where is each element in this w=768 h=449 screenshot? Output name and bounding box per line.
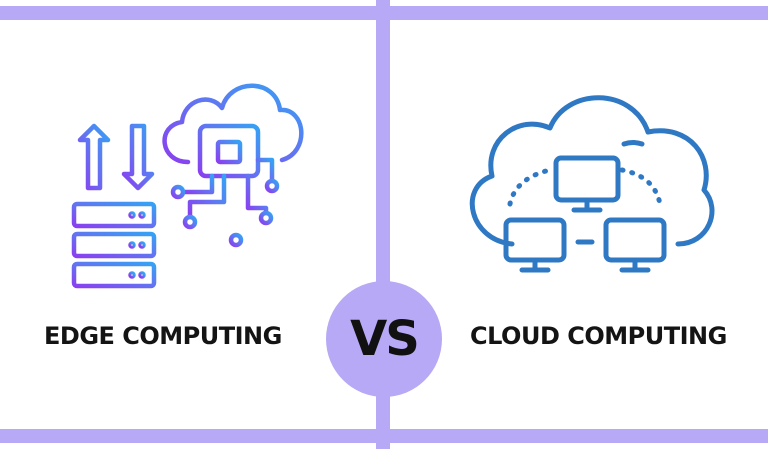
upload-arrow-icon (77, 123, 111, 191)
circuit-traces-icon (170, 157, 280, 248)
edge-cloud-icon (162, 83, 304, 165)
download-arrow-icon (121, 123, 155, 191)
panel-top-left-strip (0, 0, 376, 6)
panel-bottom-right-strip (390, 443, 768, 449)
panel-right (390, 20, 768, 429)
cloud-computing-title: CLOUD COMPUTING (470, 322, 727, 350)
vs-badge (326, 281, 442, 397)
cloud-computing-icon (469, 95, 715, 273)
server-stack-icon (71, 201, 157, 289)
monitor-left-icon (503, 217, 567, 273)
connection-dots-icon (507, 167, 663, 207)
edge-computing-icon (71, 83, 304, 289)
edge-computing-title: EDGE COMPUTING (44, 322, 282, 350)
panel-bottom-left-strip (0, 443, 376, 449)
monitor-right-icon (603, 217, 667, 273)
network-cloud-icon (469, 95, 715, 247)
monitor-top-icon (553, 155, 621, 213)
chip-icon (197, 123, 261, 179)
panel-top-right-strip (390, 0, 768, 6)
vs-label: VS (350, 311, 420, 367)
